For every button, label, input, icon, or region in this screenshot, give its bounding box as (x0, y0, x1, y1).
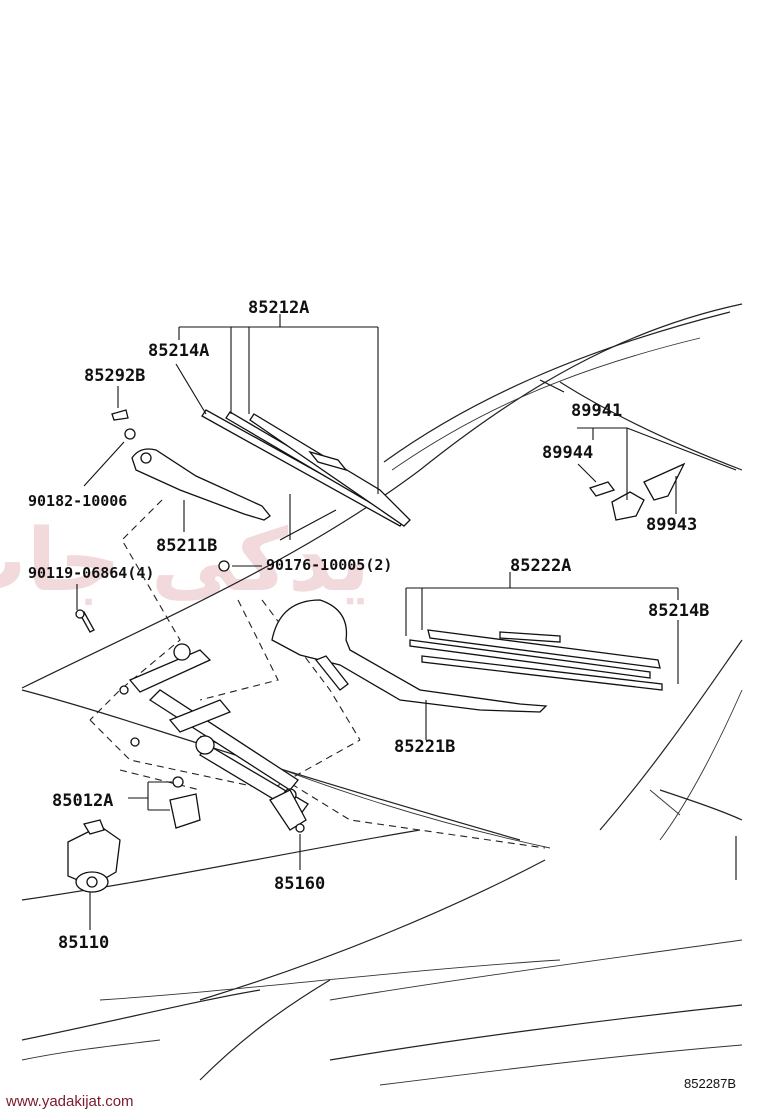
label-85292B: 85292B (84, 366, 145, 386)
vehicle-body-outline (21, 303, 743, 1086)
leader-lines (76, 314, 737, 930)
fasteners (75, 409, 230, 829)
label-85110: 85110 (58, 933, 109, 953)
label-85211B: 85211B (156, 536, 217, 556)
label-85012A: 85012A (52, 791, 113, 811)
label-85160: 85160 (274, 874, 325, 894)
right-wiper-arm (271, 599, 548, 713)
label-85214B: 85214B (648, 601, 709, 621)
right-wiper-blade (409, 629, 663, 691)
washer-nozzle-parts (588, 462, 686, 521)
wiper-motor (67, 819, 121, 893)
link-rod (269, 789, 307, 833)
label-90119-06864: 90119-06864(4) (28, 564, 154, 582)
label-89944: 89944 (542, 443, 593, 463)
label-89943: 89943 (646, 515, 697, 535)
part-labels: 85212A 85214A 85292B 90182-10006 85211B … (28, 298, 709, 953)
left-wiper-arm (131, 448, 271, 521)
label-89941: 89941 (571, 401, 622, 421)
label-90176-10005: 90176-10005(2) (266, 556, 392, 574)
label-85221B: 85221B (394, 737, 455, 757)
label-90182-10006: 90182-10006 (28, 492, 127, 510)
website-footer[interactable]: www.yadakijat.com (6, 1093, 134, 1110)
left-wiper-blade (201, 409, 411, 527)
figure-code: 852287B (684, 1076, 737, 1091)
watermark-logo: یدکی جات (0, 511, 370, 611)
label-85212A: 85212A (248, 298, 309, 318)
label-85222A: 85222A (510, 556, 571, 576)
label-85214A: 85214A (148, 341, 209, 361)
